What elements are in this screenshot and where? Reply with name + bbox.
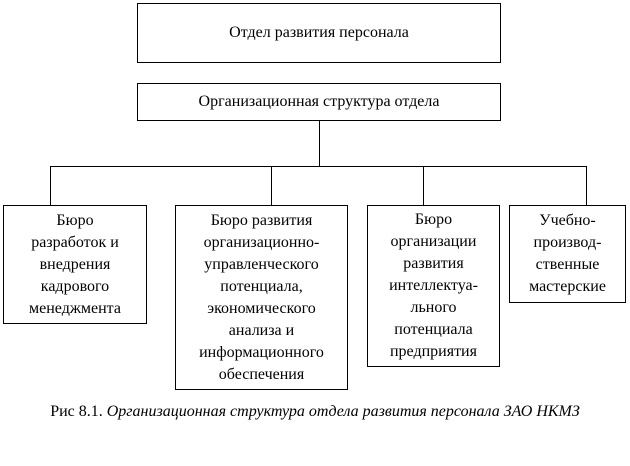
connector-line: [50, 166, 51, 205]
connector-line: [586, 166, 587, 205]
bureau-box: Бюро организации развития интеллектуа- л…: [367, 205, 500, 367]
connector-line: [423, 166, 424, 205]
structure-box: Организационная структура отдела: [137, 83, 501, 121]
bureau-label: Учебно- производ- ственные мастерские: [529, 212, 606, 295]
caption-label: Рис 8.1.: [50, 403, 103, 420]
figure-caption: Рис 8.1. Организационная структура отдел…: [0, 402, 630, 422]
department-box: Отдел развития персонала: [137, 3, 501, 63]
connector-line: [271, 166, 272, 205]
connector-line: [319, 121, 320, 167]
department-label: Отдел развития персонала: [229, 24, 409, 41]
caption-text: Организационная структура отдела развити…: [106, 403, 580, 420]
bureau-label: Бюро развития организационно- управленче…: [199, 211, 324, 383]
connector-line: [50, 166, 587, 167]
bureau-box: Учебно- производ- ственные мастерские: [509, 205, 626, 303]
bureau-box: Бюро разработок и внедрения кадрового ме…: [3, 205, 147, 324]
bureau-label: Бюро разработок и внедрения кадрового ме…: [29, 211, 121, 317]
structure-label: Организационная структура отдела: [198, 93, 440, 110]
bureau-label: Бюро организации развития интеллектуа- л…: [389, 211, 478, 360]
bureau-box: Бюро развития организационно- управленче…: [175, 205, 348, 390]
